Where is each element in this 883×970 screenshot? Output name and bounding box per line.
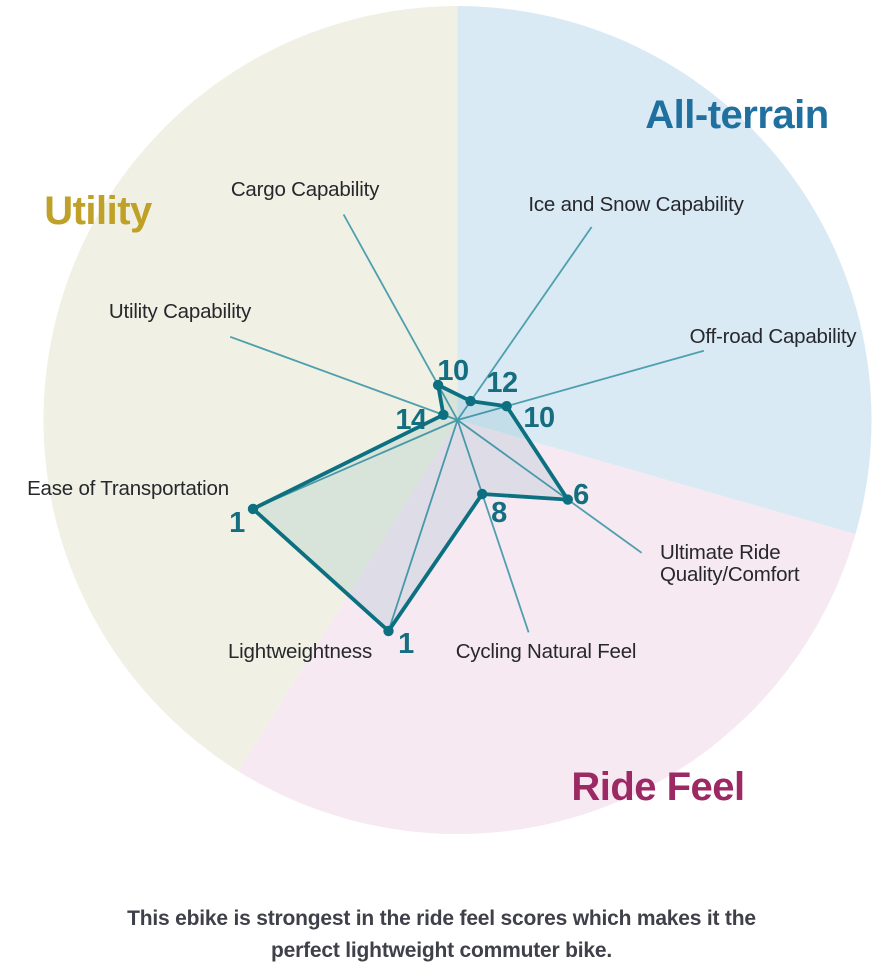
value-label-ice-and-snow-capability: 12 (486, 367, 517, 399)
axis-spoke-off-road-capability (457, 349, 705, 421)
sector-utility (43, 5, 458, 772)
axis-label-utility-capability: Utility Capability (109, 300, 252, 323)
data-point-ice-and-snow-capability (465, 395, 476, 407)
axis-label-lightweightness: Lightweightness (228, 640, 372, 663)
data-point-utility-capability (438, 409, 449, 420)
axis-label-ease-of-transportation: Ease of Transportation (27, 477, 229, 500)
category-title-all-terrain: All-terrain (645, 93, 828, 137)
value-label-cargo-capability: 10 (437, 355, 468, 387)
value-label-off-road-capability: 10 (523, 402, 554, 434)
caption: This ebike is strongest in the ride feel… (0, 903, 883, 967)
sector-all-terrain (457, 5, 872, 535)
axis-spoke-utility-capability (229, 335, 458, 421)
axis-spoke-ice-and-snow-capability (456, 226, 593, 421)
data-point-lightweightness (383, 625, 394, 637)
axis-label-cycling-natural-feel: Cycling Natural Feel (456, 640, 637, 663)
caption-line-2: perfect lightweight commuter bike. (271, 939, 612, 962)
axis-label-cargo-capability: Cargo Capability (231, 178, 380, 201)
value-label-utility-capability: 14 (395, 404, 427, 436)
axis-spoke-ultimate-ride-quality-comfort (456, 419, 643, 554)
radar-chart: 10 Cargo Capability 12 Ice and Snow Capabil… (27, 5, 872, 835)
axis-label-off-road-capability: Off-road Capability (690, 325, 858, 348)
axis-label-ice-and-snow-capability: Ice and Snow Capability (528, 193, 744, 216)
category-title-ride-feel: Ride Feel (571, 765, 744, 809)
data-point-off-road-capability (501, 401, 512, 412)
value-label-lightweightness: 1 (398, 628, 414, 660)
data-point-cycling-natural-feel (477, 488, 488, 500)
data-point-ease-of-transportation (247, 503, 259, 515)
data-point-cargo-capability (432, 379, 444, 391)
category-title-utility: Utility (44, 189, 153, 233)
axis-spoke-lightweightness (387, 419, 459, 632)
sector-ride-feel (238, 420, 856, 835)
caption-line-1: This ebike is strongest in the ride feel… (127, 907, 756, 930)
value-label-cycling-natural-feel: 8 (491, 497, 507, 529)
value-label-ultimate-ride-quality-comfort: 6 (573, 479, 589, 511)
axis-spoke-cycling-natural-feel (456, 419, 530, 633)
data-point-ultimate-ride-quality-comfort (562, 494, 573, 505)
value-label-ease-of-transportation: 1 (229, 507, 245, 539)
